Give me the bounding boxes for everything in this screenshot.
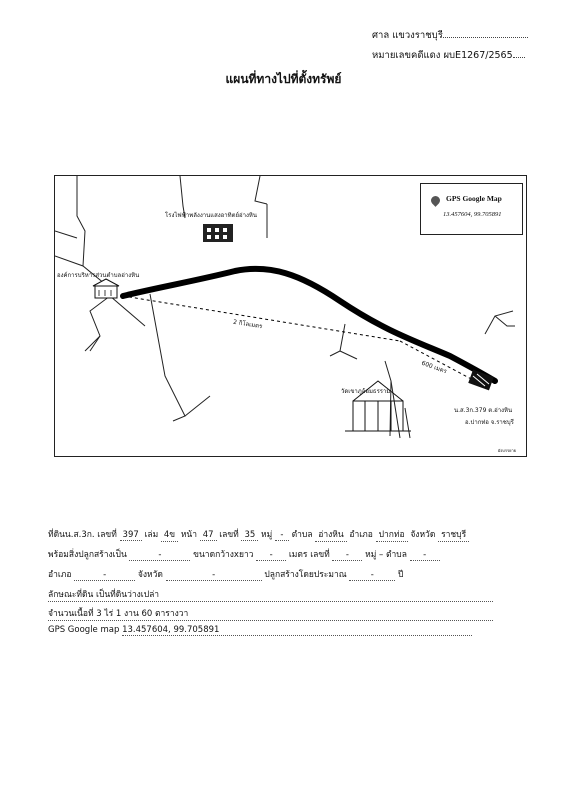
location-pin-icon	[429, 194, 442, 207]
road-line	[484, 310, 514, 335]
road-line	[179, 176, 186, 219]
main-road	[120, 265, 498, 384]
label-page: หน้า	[180, 530, 197, 540]
value-land-type: ลักษณะที่ดิน เป็นที่ดินว่างเปล่า	[48, 587, 493, 602]
value-built-approx: -	[349, 570, 396, 581]
road-line	[494, 315, 515, 327]
road-line	[149, 293, 186, 422]
label-amphoe: อำเภอ	[349, 530, 373, 540]
label-moo-2: หมู่ –	[365, 550, 384, 560]
value-page: 47	[199, 530, 217, 541]
value-moo: -	[274, 530, 289, 541]
info-row-building: พร้อมสิ่งปลูกสร้างเป็น - ขนาดกว้างxยาว -…	[48, 547, 440, 561]
gps-coordinates: 13.457604, 99.705891	[443, 211, 502, 218]
road-line	[254, 176, 268, 205]
page-title: แผนที่ทางไปที่ตั้งทรัพย์	[225, 72, 342, 86]
distance-600m-line	[399, 340, 476, 382]
road-line	[404, 407, 411, 439]
gps-title: GPS Google Map	[446, 194, 502, 203]
power-plant-label: โรงไฟฟ้าพลังงานแสงอาทิตย์อ่างหิน	[165, 212, 257, 219]
sao-office-label: องค์การบริหารส่วนตำบลอ่างหิน	[57, 272, 140, 279]
court-text: ศาล แขวงราชบุรี	[372, 30, 443, 41]
power-plant-icon	[203, 224, 233, 242]
info-row-area: จำนวนเนื้อที่ 3 ไร่ 1 งาน 60 ตารางวา	[48, 606, 493, 621]
sao-office-icon	[92, 278, 120, 299]
label-size: ขนาดกว้างxยาว	[193, 550, 254, 560]
value-size: -	[256, 550, 287, 561]
road-line	[339, 350, 358, 360]
label-meter-no: เมตร เลขที่	[288, 550, 330, 560]
label-province-2: จังหวัด	[137, 570, 163, 580]
value-province-2: -	[165, 570, 262, 581]
road-line	[390, 380, 401, 439]
road-line	[55, 255, 106, 285]
map-drawing	[55, 176, 515, 439]
route-map: GPS Google Map 13.457604, 99.705891 โรงไ…	[54, 175, 527, 457]
label-built-approx: ปลูกสร้างโดยประมาณ	[264, 570, 347, 580]
info-row-gps: GPS Google map 13.457604, 99.705891	[48, 625, 473, 636]
map-corner-note: ผังบรรยาย	[498, 448, 517, 453]
label-amphoe-2: อำเภอ	[48, 570, 72, 580]
road-line	[84, 295, 111, 352]
value-area: จำนวนเนื้อที่ 3 ไร่ 1 งาน 60 ตารางวา	[48, 606, 493, 621]
label-gps: GPS Google map	[48, 625, 120, 635]
property-label-1: น.ส.3ก.379 ต.อ่างหิน	[454, 407, 513, 414]
road-line	[76, 176, 86, 267]
label-tambon-2: ตำบล	[386, 550, 407, 560]
value-province: ราชบุรี	[438, 527, 470, 542]
info-row-location: อำเภอ - จังหวัด - ปลูกสร้างโดยประมาณ - ป…	[48, 567, 403, 581]
value-amphoe: ปากท่อ	[375, 527, 408, 542]
property-label-2: อ.ปากท่อ จ.ราชบุรี	[465, 419, 514, 426]
temple-label: วัดเขาภูอ้อมธรราม	[341, 388, 391, 395]
road-line	[384, 360, 392, 437]
value-gps: 13.457604, 99.705891	[122, 625, 473, 636]
value-meter-no: -	[332, 550, 363, 561]
label-building: พร้อมสิ่งปลูกสร้างเป็น	[48, 550, 127, 560]
label-book: เล่ม	[144, 530, 159, 540]
value-book: 4ข	[160, 527, 179, 542]
label-year: ปี	[398, 570, 404, 580]
gps-legend: GPS Google Map 13.457604, 99.705891	[420, 183, 523, 235]
label-moo: หมู่	[261, 530, 273, 540]
road-line	[329, 323, 346, 357]
value-tambon: อ่างหิน	[315, 527, 347, 542]
case-number: หมายเลขคดีแดง ผบE1267/2565	[372, 48, 525, 63]
value-building: -	[129, 550, 191, 561]
road-line	[55, 230, 78, 239]
distance-2km-line	[122, 295, 401, 342]
value-amphoe-2: -	[74, 570, 136, 581]
label-province: จังหวัด	[410, 530, 436, 540]
value-number: 35	[241, 530, 259, 541]
label-deed: ที่ดินน.ส.3ก. เลขที่	[48, 530, 117, 540]
value-tambon-2: -	[409, 550, 440, 561]
road-line	[109, 295, 146, 327]
value-deed-no: 397	[119, 530, 142, 541]
road-line	[89, 335, 101, 352]
label-tambon: ตำบล	[291, 530, 313, 540]
road-line	[184, 395, 211, 417]
temple-icon	[345, 380, 411, 432]
court-name: ศาล แขวงราชบุรี	[372, 28, 528, 43]
label-number: เลขที่	[219, 530, 239, 540]
property-marker	[468, 369, 494, 391]
case-number-text: หมายเลขคดีแดง ผบE1267/2565	[372, 50, 513, 61]
info-row-deed: ที่ดินน.ส.3ก. เลขที่ 397 เล่ม 4ข หน้า 47…	[48, 527, 470, 542]
info-row-land-type: ลักษณะที่ดิน เป็นที่ดินว่างเปล่า	[48, 587, 493, 602]
